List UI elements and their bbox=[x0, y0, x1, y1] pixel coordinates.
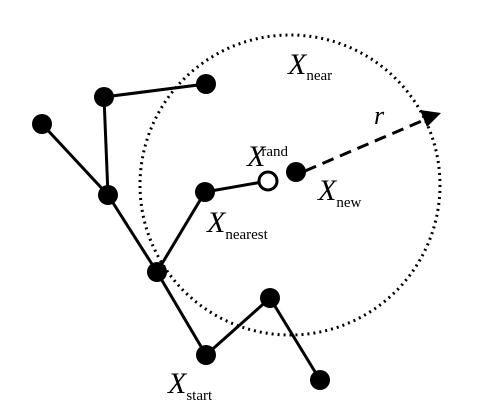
tree-edge bbox=[106, 194, 159, 273]
tree-edge bbox=[205, 296, 271, 357]
rand-node bbox=[257, 170, 279, 192]
tree-edge bbox=[268, 297, 322, 381]
radius-arrow-shaft bbox=[304, 118, 425, 173]
tree-node bbox=[94, 87, 114, 107]
radius-label: r bbox=[374, 101, 385, 130]
tree-edge bbox=[155, 271, 208, 356]
tree-node bbox=[260, 288, 280, 308]
tree-node bbox=[147, 262, 167, 282]
tree-edge bbox=[204, 179, 269, 194]
x-nearest-label: Xnearest bbox=[206, 206, 269, 243]
tree-node bbox=[32, 114, 52, 134]
radius-arrowhead bbox=[420, 110, 441, 127]
tree-node bbox=[98, 185, 118, 205]
tree-edge bbox=[103, 82, 207, 99]
near-radius-circle bbox=[138, 33, 442, 337]
x-near-label: Xnear bbox=[287, 48, 332, 84]
start-node bbox=[196, 345, 216, 365]
x-start-label: Xstart bbox=[167, 367, 213, 404]
tree-nodes bbox=[32, 74, 330, 390]
tree-node bbox=[310, 370, 330, 390]
tree-edge bbox=[40, 122, 110, 197]
tree-node bbox=[196, 74, 216, 94]
tree-edges bbox=[40, 82, 322, 381]
nearest-node bbox=[195, 182, 215, 202]
new-node bbox=[286, 162, 306, 182]
x-new-label: Xnew bbox=[317, 174, 361, 211]
tree-edge bbox=[155, 191, 207, 273]
tree-edge bbox=[102, 96, 110, 196]
x-rand-label: Xrand bbox=[246, 140, 288, 173]
